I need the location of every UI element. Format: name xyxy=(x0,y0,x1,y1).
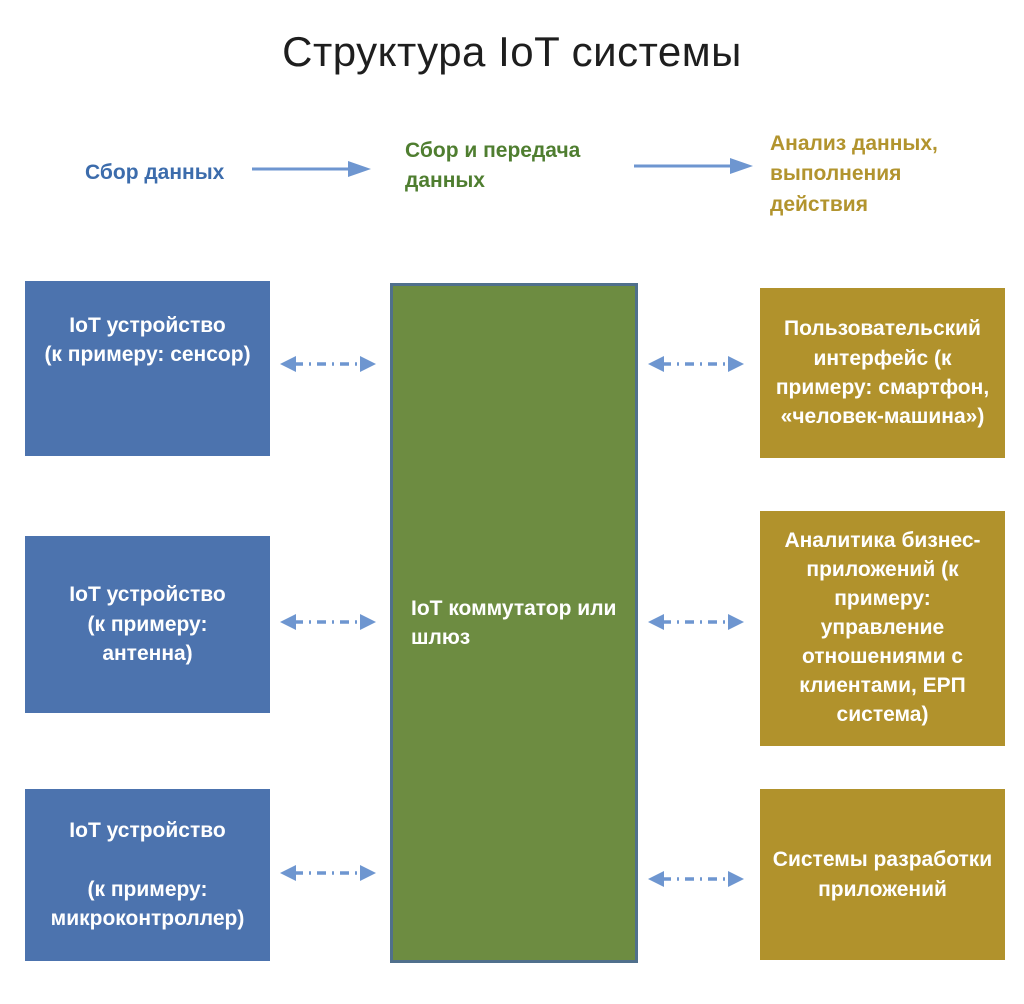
arrow-head-left xyxy=(280,614,296,630)
bidirectional-dashdot-arrow-icon xyxy=(648,356,744,372)
arrow-head-left xyxy=(648,871,664,887)
business-analytics-box: Аналитика бизнес- приложений (к примеру:… xyxy=(760,511,1005,746)
arrow-head-left xyxy=(648,356,664,372)
flow-arrow-right-icon xyxy=(634,158,753,174)
arrow-head-right xyxy=(728,614,744,630)
iot-gateway-box: IoT коммутатор или шлюз xyxy=(390,283,638,963)
arrow-head-left xyxy=(280,356,296,372)
stage-label-transfer: Сбор и передача данных xyxy=(405,139,581,193)
arrow-head-right xyxy=(360,865,376,881)
bidirectional-dashdot-arrow-icon xyxy=(280,356,376,372)
arrow-head-right xyxy=(360,356,376,372)
arrow-head xyxy=(348,161,371,177)
bidirectional-dashdot-arrow-icon xyxy=(280,865,376,881)
iot-device-sensor-box: IoT устройство (к примеру: сенсор) xyxy=(25,281,270,456)
bidirectional-dashdot-arrow-icon xyxy=(648,871,744,887)
arrow-head-right xyxy=(360,614,376,630)
arrow-head-left xyxy=(648,614,664,630)
arrow-head-right xyxy=(728,356,744,372)
bidirectional-dashdot-arrow-icon xyxy=(280,614,376,630)
stage-label-collect: Сбор данных xyxy=(85,161,225,184)
arrow-head-right xyxy=(728,871,744,887)
iot-device-antenna-box: IoT устройство (к примеру: антенна) xyxy=(25,536,270,713)
page-title: Структура IoT системы xyxy=(282,28,742,75)
iot-device-microcontroller-box: IoT устройство (к примеру: микроконтролл… xyxy=(25,789,270,961)
user-interface-box: Пользовательский интерфейс (к примеру: с… xyxy=(760,288,1005,458)
stage-label-analyze: Анализ данных, выполнения действия xyxy=(770,132,938,216)
arrow-head-left xyxy=(280,865,296,881)
app-development-box: Системы разработки приложений xyxy=(760,789,1005,960)
flow-arrow-right-icon xyxy=(252,161,371,177)
arrow-head xyxy=(730,158,753,174)
bidirectional-dashdot-arrow-icon xyxy=(648,614,744,630)
